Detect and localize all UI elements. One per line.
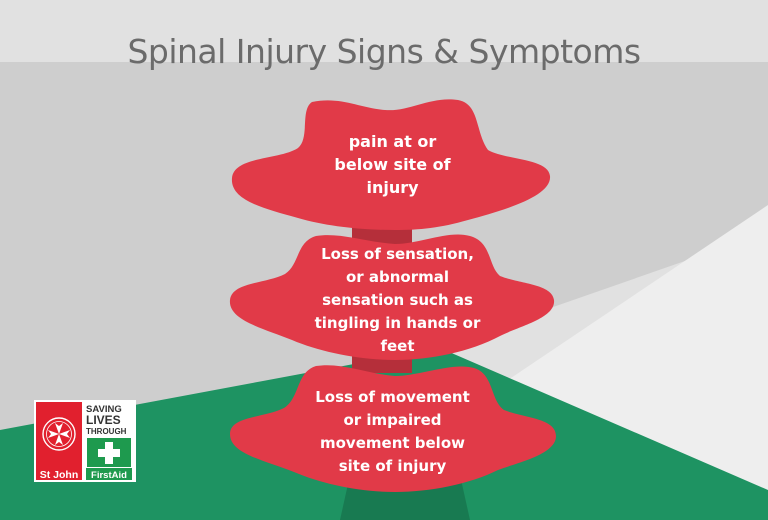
- logo-org-name: St John: [40, 469, 79, 481]
- vertebra-2: [229, 234, 555, 360]
- page-title: Spinal Injury Signs & Symptoms: [127, 32, 641, 71]
- vertebra-1: [231, 99, 551, 230]
- logo-program: FirstAid: [91, 470, 127, 481]
- symptom-text-movement: Loss of movement or impaired movement be…: [315, 388, 470, 475]
- vertebra-3: [230, 365, 556, 492]
- st-john-logo: St John SAVING LIVES THROUGH FirstAid: [34, 400, 136, 482]
- symptom-text-pain: pain at or below site of injury: [334, 132, 451, 197]
- maltese-cross-icon: [48, 423, 70, 445]
- logo-tagline-1: SAVING: [86, 404, 122, 415]
- logo-tagline-3: THROUGH: [86, 427, 127, 436]
- first-aid-cross-icon: [98, 442, 120, 464]
- symptom-text-sensation: Loss of sensation, or abnormal sensation…: [314, 245, 481, 355]
- logo-tagline-2: LIVES: [86, 413, 121, 427]
